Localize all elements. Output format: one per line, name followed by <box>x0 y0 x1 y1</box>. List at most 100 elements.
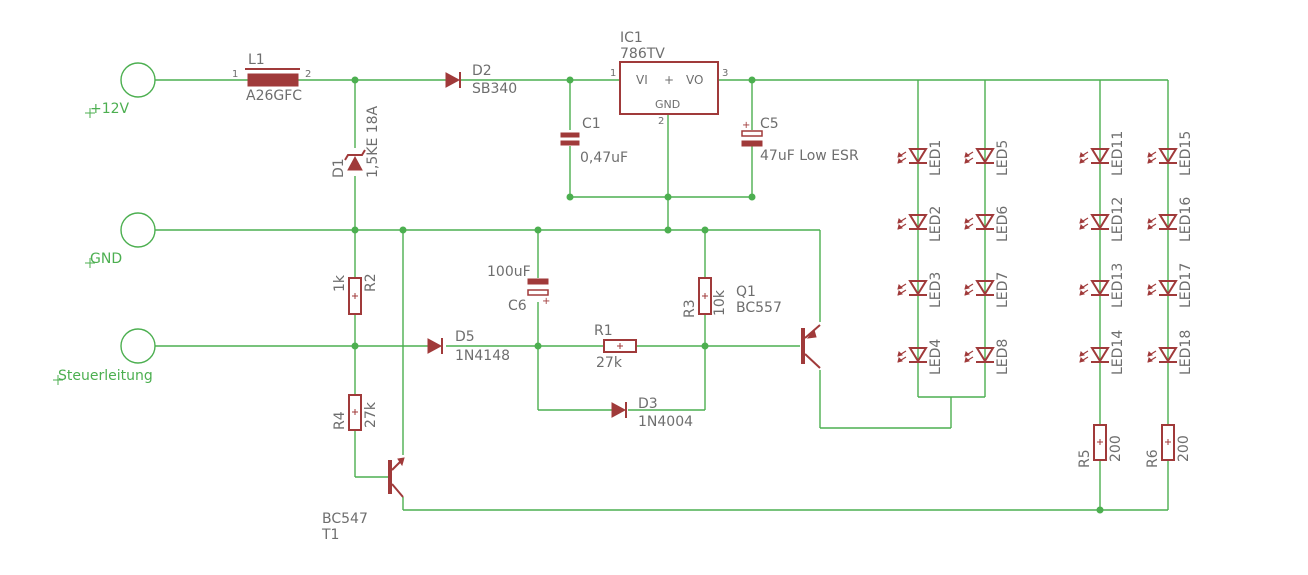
d5-value: 1N4148 <box>455 348 510 364</box>
led-led4: LED4 <box>897 339 944 375</box>
diode-d2: D2 SB340 <box>445 63 517 97</box>
c5-value: 47uF Low ESR <box>760 148 859 164</box>
capacitor-c6: + 100uF C6 <box>487 264 550 314</box>
l1-value: A26GFC <box>246 88 302 104</box>
connector-gnd-label: GND <box>90 251 122 267</box>
led-led15: LED15 <box>1147 131 1194 176</box>
ic1-pin2: 2 <box>658 116 664 127</box>
resistor-r2: 1k R2 <box>332 273 379 315</box>
t1-value: BC547 <box>322 511 368 527</box>
resistor-r3: R3 10k <box>682 277 728 318</box>
wires <box>155 79 1169 511</box>
ic1-plus: + <box>664 73 674 87</box>
capacitor-c5: + C5 47uF Low ESR <box>741 116 859 164</box>
connector-gnd: GND <box>85 212 156 268</box>
led-label: LED2 <box>928 206 944 242</box>
diode-d1: D1 1,5KE 18A <box>331 105 381 178</box>
led-label: LED7 <box>995 272 1011 308</box>
d2-ref: D2 <box>472 63 492 79</box>
transistor-t1: BC547 T1 <box>321 457 405 543</box>
r3-value: 10k <box>712 289 728 316</box>
r2-value: 1k <box>332 274 348 292</box>
led-led13: LED13 <box>1079 263 1126 308</box>
ic1-ref: IC1 <box>620 30 643 46</box>
q1-ref: Q1 <box>736 284 756 300</box>
svg-text:+: + <box>742 120 750 131</box>
ic1-vi: VI <box>636 73 648 87</box>
ic1-pin3: 3 <box>722 68 728 79</box>
d2-value: SB340 <box>472 81 517 97</box>
d3-ref: D3 <box>638 396 658 412</box>
led-label: LED14 <box>1110 330 1126 375</box>
regulator-ic1: IC1 786TV VI + VO GND 1 3 2 <box>610 30 728 127</box>
led-label: LED12 <box>1110 197 1126 242</box>
resistor-r5: R5 200 <box>1077 424 1124 468</box>
capacitor-c1: C1 0,47uF <box>560 116 628 166</box>
resistor-r4: R4 27k <box>332 394 379 431</box>
connector-steuerleitung: Steuerleitung <box>53 328 156 385</box>
led-label: LED3 <box>928 272 944 308</box>
svg-text:+: + <box>542 296 550 307</box>
ic1-value: 786TV <box>620 46 665 62</box>
led-label: LED6 <box>995 206 1011 242</box>
led-led11: LED11 <box>1079 131 1126 176</box>
led-label: LED15 <box>1178 131 1194 176</box>
ic1-gnd: GND <box>655 98 680 111</box>
led-label: LED17 <box>1178 263 1194 308</box>
c6-value: 100uF <box>487 264 531 280</box>
led-array: LED1LED2LED3LED4LED5LED6LED7LED8LED11LED… <box>897 131 1194 375</box>
d1-value: 1,5KE 18A <box>365 105 381 178</box>
r1-value: 27k <box>596 355 623 371</box>
led-led1: LED1 <box>897 140 944 176</box>
c5-ref: C5 <box>760 116 779 132</box>
d5-ref: D5 <box>455 329 475 345</box>
l1-ref: L1 <box>248 52 265 68</box>
diode-d3: D3 1N4004 <box>611 396 693 430</box>
led-led2: LED2 <box>897 206 944 242</box>
led-label: LED11 <box>1110 131 1126 176</box>
r1-ref: R1 <box>594 323 613 339</box>
connector-12v: +12V <box>85 62 156 118</box>
led-led17: LED17 <box>1147 263 1194 308</box>
connector-12v-label: +12V <box>90 101 130 117</box>
led-led16: LED16 <box>1147 197 1194 242</box>
led-label: LED18 <box>1178 330 1194 375</box>
led-label: LED13 <box>1110 263 1126 308</box>
r5-ref: R5 <box>1077 449 1093 468</box>
led-led14: LED14 <box>1079 330 1126 375</box>
r6-value: 200 <box>1176 435 1192 462</box>
led-led18: LED18 <box>1147 330 1194 375</box>
c6-ref: C6 <box>508 298 527 314</box>
led-label: LED1 <box>928 140 944 176</box>
r4-ref: R4 <box>332 411 348 430</box>
r4-value: 27k <box>363 401 379 428</box>
c1-value: 0,47uF <box>580 150 628 166</box>
ic1-pin1: 1 <box>610 68 616 79</box>
r6-ref: R6 <box>1145 449 1161 468</box>
r2-ref: R2 <box>363 273 379 292</box>
led-led8: LED8 <box>964 339 1011 375</box>
diode-d5: D5 1N4148 <box>427 329 510 364</box>
resistor-r1: R1 27k <box>594 323 637 371</box>
ic1-vo: VO <box>686 73 703 87</box>
t1-ref: T1 <box>321 527 339 543</box>
c1-ref: C1 <box>582 116 601 132</box>
inductor-l1: L1 A26GFC 1 2 <box>232 52 311 104</box>
d1-ref: D1 <box>331 158 347 178</box>
led-label: LED16 <box>1178 197 1194 242</box>
q1-value: BC557 <box>736 300 782 316</box>
led-led12: LED12 <box>1079 197 1126 242</box>
r3-ref: R3 <box>682 299 698 318</box>
led-led6: LED6 <box>964 206 1011 242</box>
connector-steuerleitung-label: Steuerleitung <box>58 368 153 384</box>
l1-pin2: 2 <box>305 69 311 80</box>
resistor-r6: R6 200 <box>1145 424 1192 468</box>
led-label: LED8 <box>995 339 1011 375</box>
d3-value: 1N4004 <box>638 414 693 430</box>
led-led3: LED3 <box>897 272 944 308</box>
r5-value: 200 <box>1108 435 1124 462</box>
transistor-q1: Q1 BC557 <box>736 284 821 369</box>
led-label: LED4 <box>928 339 944 375</box>
l1-pin1: 1 <box>232 69 238 80</box>
